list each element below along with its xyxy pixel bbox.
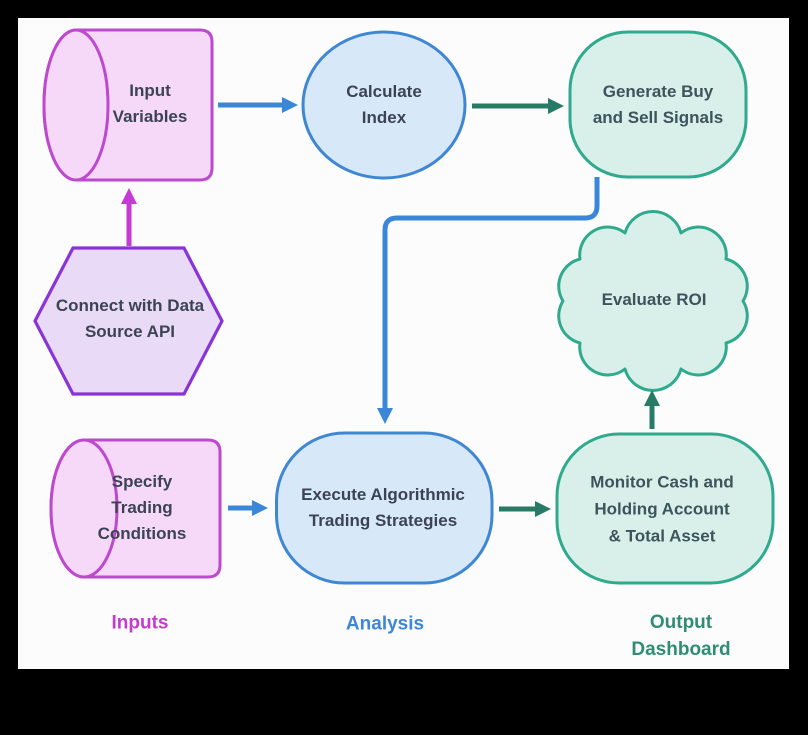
label-monitor-account: Monitor Cash and Holding Account & Total… — [590, 469, 734, 550]
cylinder-cap — [42, 28, 110, 182]
label-generate-signals: Generate Buy and Sell Signals — [593, 79, 723, 131]
label-line: Dashboard — [631, 639, 731, 660]
label-line: Connect with Data — [55, 296, 205, 315]
node-execute-strategies — [275, 431, 494, 585]
node-connect-api — [33, 246, 224, 396]
node-input-variables — [42, 28, 214, 182]
edge-generate-signals-to-execute-strategies — [376, 177, 600, 425]
label-line: Holding Account — [594, 499, 730, 519]
label-line: Trading — [111, 498, 173, 517]
label-line: & Total Asset — [608, 526, 716, 546]
label-evaluate-roi: Evaluate ROI — [602, 287, 707, 313]
label-execute-strategies: Execute Algorithmic Trading Strategies — [301, 482, 465, 534]
label-specify-conditions: Specify Trading Conditions — [98, 469, 187, 547]
label-line: Index — [361, 108, 407, 127]
node-monitor-account — [555, 432, 775, 585]
label-line: Conditions — [97, 524, 187, 543]
cylinder-cap — [49, 438, 119, 579]
label-line: Calculate — [346, 82, 422, 101]
label-line: Trading Strategies — [308, 511, 458, 530]
label-line: Variables — [112, 107, 188, 126]
label-line: Monitor Cash and — [590, 472, 734, 492]
label-line: Input — [129, 81, 171, 100]
label-line: Execute Algorithmic — [301, 485, 465, 504]
label-line: Output — [649, 612, 713, 633]
label-line: Specify — [111, 472, 173, 491]
label-line: and Sell Signals — [592, 108, 724, 127]
node-specify-conditions — [49, 438, 222, 579]
column-label-inputs: Inputs — [112, 610, 169, 637]
node-generate-signals — [568, 30, 748, 179]
column-label-analysis: Analysis — [346, 611, 424, 638]
label-line: Source API — [84, 322, 176, 341]
label-line: Evaluate ROI — [601, 290, 707, 309]
column-label-output-dashboard: Output Dashboard — [631, 609, 730, 663]
label-calculate-index: Calculate Index — [346, 79, 422, 131]
label-input-variables: Input Variables — [113, 78, 188, 130]
label-connect-api: Connect with Data Source API — [56, 293, 204, 345]
label-line: Analysis — [345, 613, 425, 635]
label-line: Inputs — [111, 612, 169, 634]
node-calculate-index — [301, 30, 467, 180]
label-line: Generate Buy — [602, 82, 714, 101]
node-evaluate-roi — [557, 210, 749, 392]
